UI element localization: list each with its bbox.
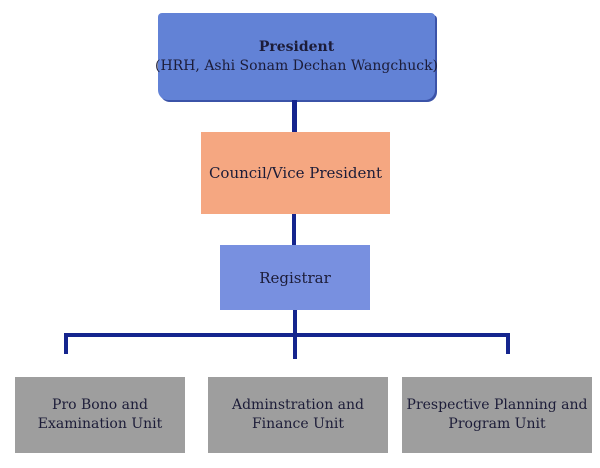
president-title: President	[258, 38, 335, 55]
unit-label-line2: Finance Unit	[251, 416, 345, 432]
council-label: Council/Vice President	[208, 164, 383, 182]
president-subtitle: (HRH, Ashi Sonam Dechan Wangchuck)	[155, 57, 439, 74]
node-president: President (HRH, Ashi Sonam Dechan Wangch…	[155, 13, 439, 100]
node-council-vice-president: Council/Vice President	[201, 132, 390, 214]
node-perspective-planning-program-unit: Prespective Planning and Program Unit	[402, 377, 592, 453]
unit-label-line2: Examination Unit	[37, 416, 163, 432]
unit-label-line1: Prespective Planning and	[406, 397, 588, 413]
connector-branch-horizontal	[64, 333, 510, 337]
registrar-label: Registrar	[259, 268, 331, 287]
unit-label-line1: Pro Bono and	[52, 397, 148, 413]
connector-council-registrar	[292, 214, 296, 245]
node-administration-finance-unit: Adminstration and Finance Unit	[208, 377, 388, 453]
connector-branch-left-stub	[64, 333, 68, 354]
unit-label-line2: Program Unit	[448, 416, 546, 432]
node-registrar: Registrar	[220, 245, 370, 310]
node-pro-bono-examination-unit: Pro Bono and Examination Unit	[15, 377, 185, 453]
connector-president-council	[292, 100, 297, 133]
connector-branch-right-stub	[506, 333, 510, 354]
unit-label-line1: Adminstration and	[231, 397, 364, 413]
